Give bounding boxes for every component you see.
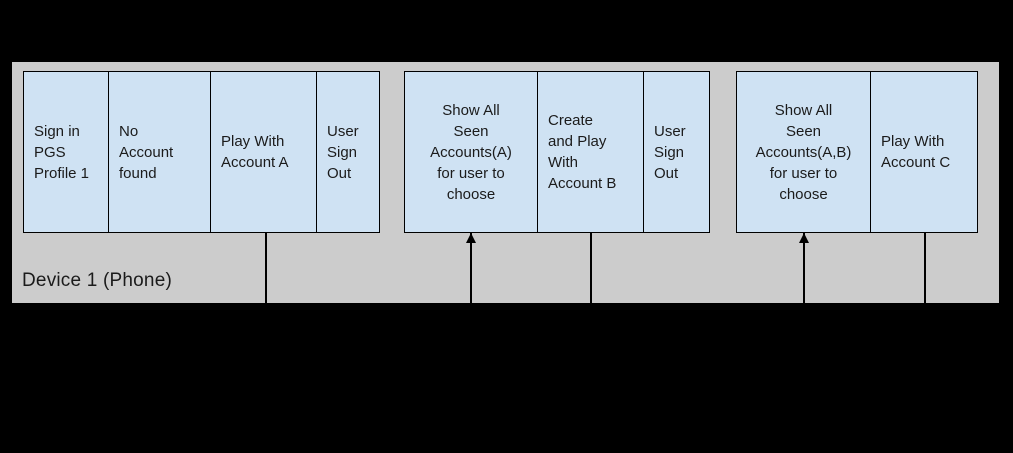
step-sign-in-pgs-profile: Sign in PGS Profile 1 [23, 71, 109, 233]
device-lane-label: Device 1 (Phone) [22, 270, 172, 291]
connector-create-play-account-b [590, 233, 592, 303]
step-label: Play With Account C [881, 133, 951, 171]
step-label: Sign in PGS Profile 1 [34, 122, 90, 182]
step-label: User Sign Out [327, 122, 359, 182]
flow-group-session-c: Show All Seen Accounts(A,B) for user to … [736, 71, 978, 233]
step-label: No Account found [119, 122, 174, 182]
step-play-with-account-a: Play With Account A [210, 71, 317, 233]
arrow-up-icon [799, 233, 809, 243]
step-user-sign-out-2: User Sign Out [643, 71, 710, 233]
arrow-up-icon [466, 233, 476, 243]
step-label: Show All Seen Accounts(A) for user to ch… [430, 101, 512, 203]
flow-group-session-a: Sign in PGS Profile 1 No Account found P… [23, 71, 380, 233]
step-play-with-account-c: Play With Account C [870, 71, 978, 233]
step-user-sign-out-1: User Sign Out [316, 71, 380, 233]
step-create-and-play-account-b: Create and Play With Account B [537, 71, 644, 233]
step-label: Create and Play With Account B [548, 112, 617, 192]
connector-show-accounts-a-b [799, 233, 809, 303]
step-label: User Sign Out [654, 122, 686, 182]
step-label: Show All Seen Accounts(A,B) for user to … [755, 101, 852, 203]
step-no-account-found: No Account found [108, 71, 211, 233]
connector-show-accounts-a [466, 233, 476, 303]
connector-play-account-a [265, 233, 267, 303]
connector-play-account-c [924, 233, 926, 303]
flow-group-session-b: Show All Seen Accounts(A) for user to ch… [404, 71, 710, 233]
step-label: Play With Account A [221, 133, 289, 171]
step-show-seen-accounts-a: Show All Seen Accounts(A) for user to ch… [404, 71, 538, 233]
step-show-seen-accounts-a-b: Show All Seen Accounts(A,B) for user to … [736, 71, 871, 233]
